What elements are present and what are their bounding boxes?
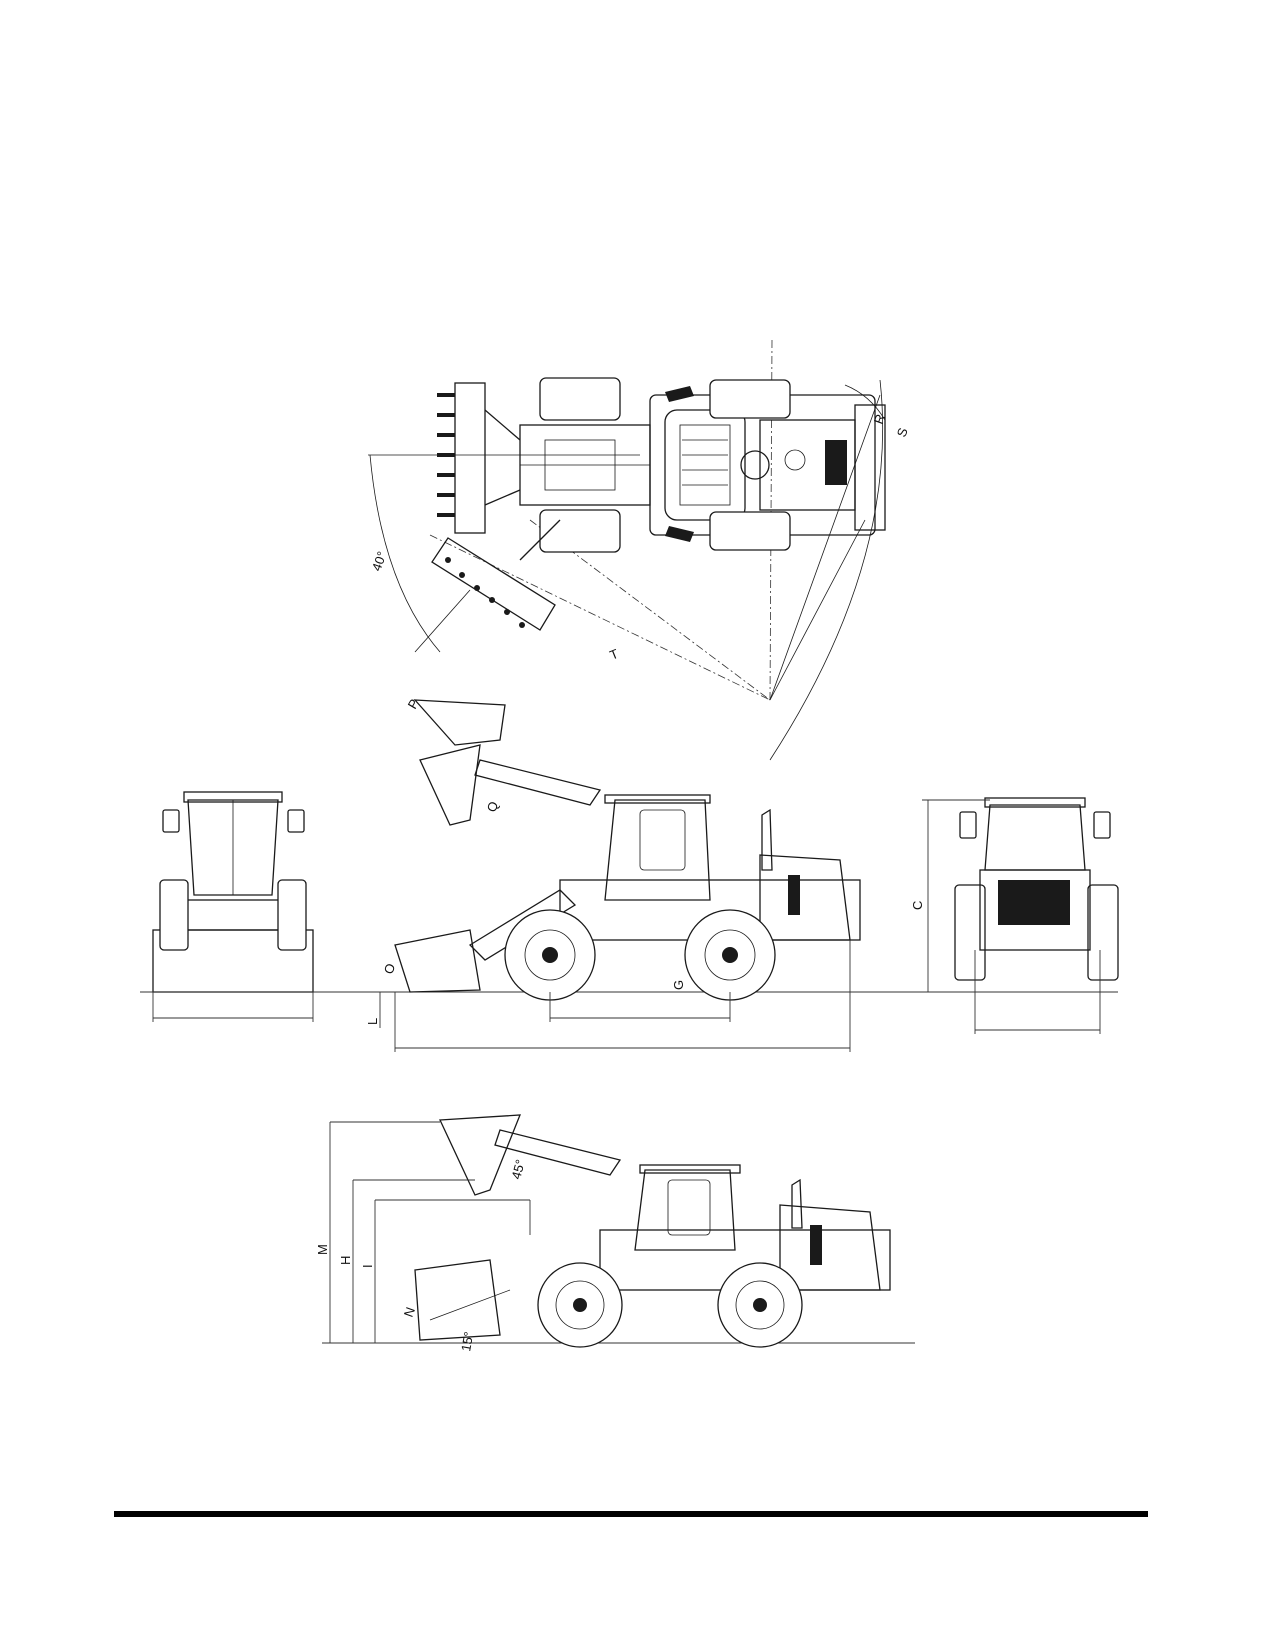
cab-side	[604, 799, 711, 901]
front-view	[152, 791, 314, 1022]
front-view-mirror-left	[162, 809, 180, 833]
bucket-max-height	[439, 1114, 521, 1196]
lower-grille	[810, 1225, 822, 1265]
dim-label-N: N	[401, 1305, 418, 1319]
side-view-lower: M H I N 45° 15°	[315, 1114, 915, 1353]
dim-label-C: C	[910, 901, 925, 910]
exhaust-stack	[761, 808, 773, 871]
engine-hood-side	[759, 854, 851, 941]
rear-grille	[825, 440, 847, 485]
lift-arm-bottom	[484, 489, 521, 506]
radius-line-S	[769, 394, 881, 701]
rear-tire-bottom	[709, 511, 791, 551]
step-bottom	[665, 526, 694, 542]
rear-view-grille	[998, 880, 1070, 925]
bucket-teeth-turned	[445, 557, 525, 628]
radius-line-R	[769, 519, 866, 701]
rear-view-cab	[984, 804, 1086, 871]
rollback-angle-line	[429, 1289, 511, 1321]
dim-label-M: M	[315, 1244, 330, 1255]
angle-15-label: 15°	[458, 1331, 476, 1353]
cab-roof-side	[604, 794, 711, 804]
front-view-mirror-right	[287, 809, 305, 833]
dim-label-G: G	[671, 980, 686, 990]
bucket-tip-line	[414, 589, 471, 653]
radius-line-T	[429, 534, 771, 701]
rear-view-tire-left	[954, 884, 986, 981]
rear-view-mirror-right	[1093, 811, 1111, 839]
bucket-ground	[414, 1259, 501, 1341]
counterweight	[854, 404, 886, 531]
cab-window	[639, 809, 686, 871]
cab-roof-lines	[682, 439, 728, 486]
rear-view-tire-right	[1087, 884, 1119, 981]
lower-engine-hood	[779, 1204, 881, 1291]
dim-label-Q: Q	[484, 799, 502, 814]
lift-arm-raised	[474, 759, 602, 806]
rear-view-mirror-left	[959, 811, 977, 839]
exhaust-top	[784, 449, 806, 471]
turn-arc-R	[844, 384, 886, 421]
bucket-raised-dump	[419, 744, 481, 826]
lower-cab-window	[667, 1179, 711, 1236]
lift-arm-max	[494, 1129, 622, 1176]
lower-cab-roof	[639, 1164, 741, 1174]
dim-label-P: P	[405, 696, 422, 711]
side-view-upper: P Q O L G	[365, 696, 861, 1052]
cab-roof	[664, 409, 746, 521]
dim-label-L: L	[365, 1018, 380, 1025]
front-tire-top	[539, 377, 621, 421]
angle-40-label: 40°	[369, 549, 390, 573]
bucket-lowered	[394, 929, 481, 993]
angle-45-label: 45°	[508, 1158, 528, 1181]
bucket-raised-top	[413, 699, 506, 746]
fan-circle	[740, 450, 770, 480]
front-tire-bottom	[539, 509, 621, 553]
turn-arc-outer	[769, 379, 884, 761]
dim-label-H: H	[338, 1256, 353, 1265]
turn-arc-inner	[369, 454, 441, 653]
rear-tire-top	[709, 379, 791, 419]
front-view-tire-right	[277, 879, 307, 951]
turned-arm	[519, 519, 561, 561]
step-top	[665, 386, 694, 402]
front-view-cab	[187, 799, 279, 896]
side-grille	[788, 875, 800, 915]
lower-cab	[634, 1169, 736, 1251]
dim-label-T: T	[608, 646, 621, 663]
lift-arm-lowered	[468, 889, 577, 961]
rear-view: C	[910, 797, 1119, 1034]
front-view-tire-left	[159, 879, 189, 951]
rear-view-roof	[984, 797, 1086, 808]
footer-rule	[114, 1511, 1148, 1517]
top-view: 40° T R S	[368, 339, 911, 761]
bucket-teeth-straight	[437, 393, 455, 517]
dim-label-I: I	[360, 1264, 375, 1268]
bucket-turned	[431, 537, 556, 631]
lower-exhaust	[791, 1178, 803, 1229]
bucket-straight	[454, 382, 486, 534]
lift-arm-top	[484, 409, 521, 441]
cab-roof-panel	[679, 424, 731, 506]
dim-label-O: O	[381, 961, 399, 976]
dim-label-S: S	[894, 425, 911, 439]
